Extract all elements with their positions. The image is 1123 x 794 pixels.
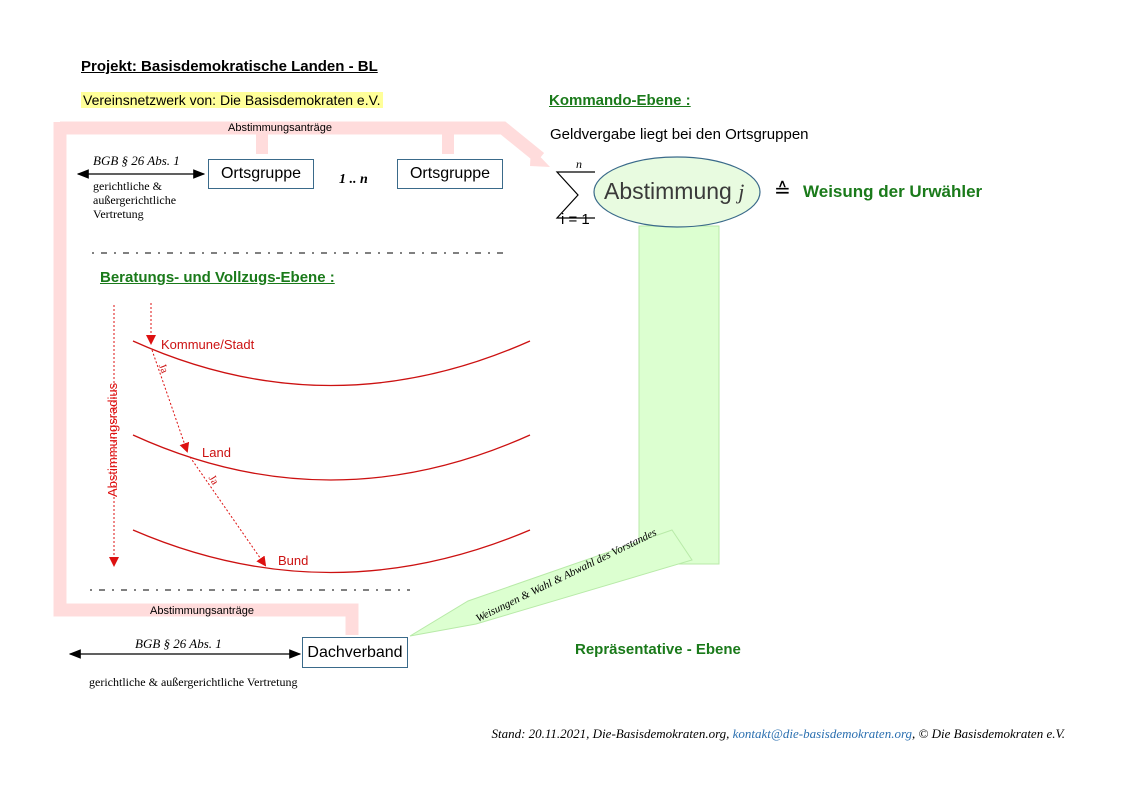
- voter-instruction: Weisung der Urwähler: [803, 182, 983, 201]
- footer-email-link[interactable]: kontakt@die-basisdemokraten.org: [732, 726, 913, 741]
- radius-label: Abstimmungsradius: [105, 382, 120, 497]
- motions-label-bottom: Abstimmungsanträge: [150, 605, 254, 617]
- ortsgruppe-box-left: Ortsgruppe: [208, 159, 314, 189]
- dachverband-box: Dachverband: [302, 637, 408, 668]
- project-title: Projekt: Basisdemokratische Landen - BL: [81, 58, 378, 75]
- sum-upper-bound: n: [576, 157, 582, 171]
- instruction-green-arrow: [409, 225, 720, 637]
- curve-land: [132, 434, 531, 481]
- network-label: Vereinsnetzwerk von: Die Basisdemokraten…: [81, 92, 383, 108]
- advisory-heading: Beratungs- und Vollzugs-Ebene :: [100, 269, 335, 286]
- vote-text: Abstimmung: [604, 178, 732, 204]
- equiv-symbol: ≙: [774, 180, 791, 202]
- funding-note: Geldvergabe liegt bei den Ortsgruppen: [550, 126, 809, 143]
- sum-symbol: [555, 171, 595, 219]
- bgb-label-top: BGB § 26 Abs. 1: [93, 153, 180, 168]
- motions-feedback-band: [53, 121, 550, 635]
- footer: Stand: 20.11.2021, Die-Basisdemokraten.o…: [491, 726, 1065, 742]
- vote-ellipse: [593, 156, 761, 228]
- ortsgruppe-box-right: Ortsgruppe: [397, 159, 503, 189]
- level-bund: Bund: [278, 553, 309, 568]
- sum-lower-bound: i = 1: [561, 211, 590, 228]
- representative-level: Repräsentative - Ebene: [575, 641, 741, 658]
- footer-suffix: , © Die Basisdemokraten e.V.: [912, 726, 1065, 741]
- vote-label: Abstimmung j: [604, 178, 744, 205]
- vote-index: j: [738, 179, 745, 204]
- footer-prefix: Stand: 20.11.2021, Die-Basisdemokraten.o…: [491, 726, 730, 741]
- curve-kommune: [132, 340, 531, 387]
- arrow-to-land: [151, 349, 190, 453]
- motions-label-top: Abstimmungsanträge: [228, 122, 332, 134]
- level-kommune: Kommune/Stadt: [161, 337, 255, 352]
- curve-bund: [132, 529, 531, 574]
- level-land: Land: [202, 445, 231, 460]
- representation-label-top: gerichtliche & außergerichtliche Vertret…: [93, 179, 177, 221]
- arrow-to-bund: [189, 456, 267, 567]
- representation-label-bottom: gerichtliche & außergerichtliche Vertret…: [89, 675, 298, 689]
- range-label: 1 .. n: [339, 172, 368, 187]
- bgb-label-bottom: BGB § 26 Abs. 1: [135, 636, 222, 651]
- command-heading: Kommando-Ebene :: [549, 92, 691, 109]
